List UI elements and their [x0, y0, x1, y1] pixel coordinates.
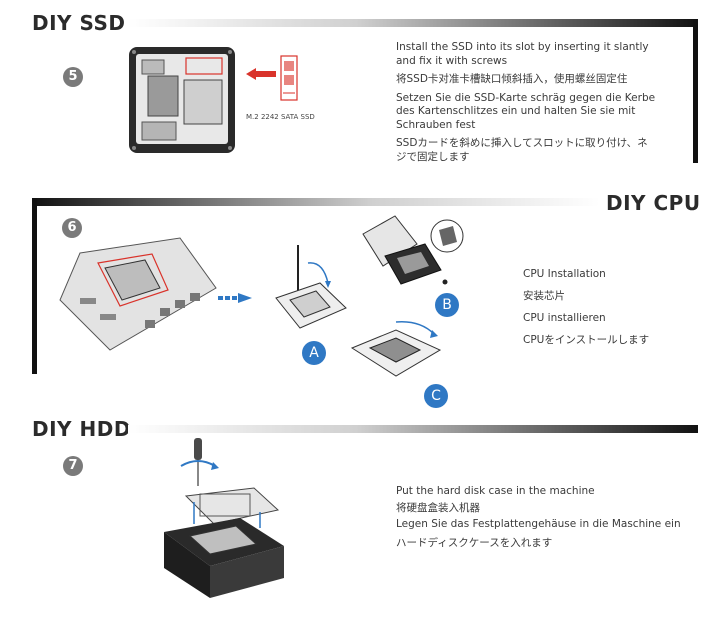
hdd-text-zh: 将硬盘盒装入机器 [396, 501, 480, 514]
ssd-step-number: 5 [63, 67, 83, 87]
cpu-header-bar [32, 198, 600, 206]
hdd-instructions: Put the hard disk case in the machine 将硬… [396, 485, 696, 555]
cpu-insert-chip-illustration [362, 215, 464, 285]
hdd-text-en: Put the hard disk case in the machine [396, 485, 595, 497]
ssd-text-zh: 将SSD卡对准卡槽缺口倾斜插入，使用螺丝固定住 [396, 73, 628, 85]
cpu-step-b-badge: B [435, 293, 459, 317]
cpu-text-en: CPU Installation [523, 268, 606, 280]
cpu-section-title: DIY CPU [606, 191, 701, 215]
cpu-instructions: CPU Installation 安装芯片 CPU installieren C… [523, 267, 703, 352]
cpu-socket-open-illustration [275, 245, 347, 329]
ssd-instructions: Install the SSD into its slot by inserti… [396, 41, 656, 169]
ssd-text-en: Install the SSD into its slot by inserti… [396, 41, 649, 67]
ssd-module-label: M.2 2242 SATA SSD [246, 113, 315, 121]
hdd-header-bar [128, 425, 698, 433]
ssd-text-de: Setzen Sie die SSD-Karte schräg gegen di… [396, 91, 656, 131]
ssd-frame-right [693, 19, 698, 163]
cpu-text-zh: 安装芯片 [523, 290, 565, 302]
hdd-step-number: 7 [63, 456, 83, 476]
ssd-text-ja: SSDカードを斜めに挿入してスロットに取り付け、ネジで固定します [396, 137, 648, 163]
ssd-module-illustration [280, 55, 298, 101]
cpu-frame-left [32, 198, 37, 374]
ssd-insert-arrow [246, 68, 276, 80]
hdd-screwdriver-illustration [180, 438, 219, 486]
ssd-section-title: DIY SSD [32, 11, 126, 35]
cpu-text-de: CPU installieren [523, 312, 606, 324]
hdd-text-de: Legen Sie das Festplattengehäuse in die … [396, 518, 681, 530]
cpu-text-ja: CPUをインストールします [523, 334, 650, 346]
cpu-motherboard-illustration [59, 237, 217, 351]
hdd-minipc-illustration [164, 487, 284, 598]
cpu-step-a-badge: A [302, 341, 326, 365]
ssd-header-bar [128, 19, 698, 27]
cpu-step-arrow [218, 293, 252, 303]
hdd-text-ja: ハードディスクケースを入れます [396, 536, 553, 549]
cpu-step-c-badge: C [424, 384, 448, 408]
ssd-minipc-illustration [129, 47, 235, 153]
cpu-close-socket-illustration [350, 321, 442, 377]
cpu-step-number: 6 [62, 218, 82, 238]
hdd-section-title: DIY HDD [32, 417, 131, 441]
